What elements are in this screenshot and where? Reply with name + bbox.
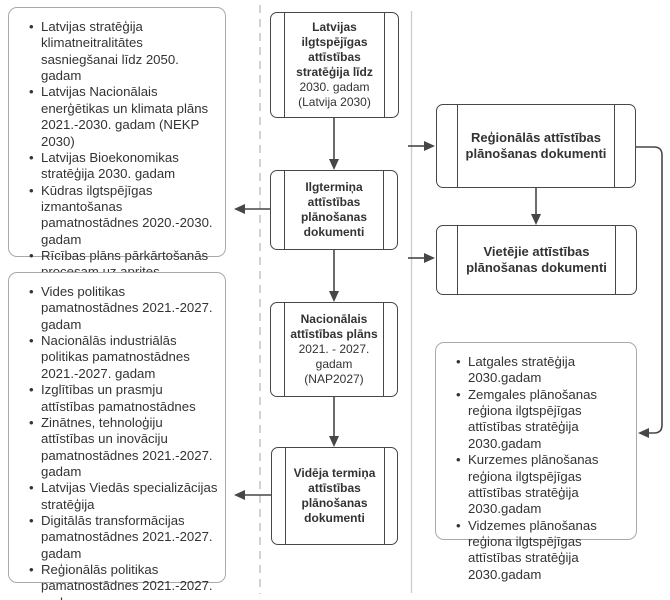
list-item: Latgales stratēģija 2030.gadam — [456, 354, 630, 387]
list-item: Latvijas Viedās specializācijas stratēģi… — [29, 480, 219, 513]
node-nap-2027: Nacionālais attīstības plāns 2021. - 202… — [270, 302, 398, 397]
arrow-regional-to-local — [531, 188, 541, 225]
list-item: Latvijas Bioekonomikas stratēģija 2030. … — [29, 150, 219, 183]
list-box-midterm-documents: Vides politikas pamatnostādnes 2021.-202… — [8, 272, 226, 600]
arrow-to-regional-box — [408, 141, 435, 151]
list-item: Izglītības un prasmju attīstības pamatno… — [29, 382, 219, 415]
arrow-to-local-box — [408, 253, 435, 263]
list-item: Kūdras ilgtspējīgas izmantošanas pamatno… — [29, 183, 219, 248]
node-title: Ilgtermiņa attīstības plānošanas dokumen… — [300, 180, 367, 239]
node-vietejie-dokumenti: Vietējie attīstības plānošanas dokumenti — [436, 225, 637, 295]
node-regionalas-dokumenti: Reģionālās attīstības plānošanas dokumen… — [436, 104, 636, 188]
node-latvija-2030: Latvijas ilgtspējīgas attīstības stratēģ… — [270, 12, 399, 118]
node-title: Latvijas ilgtspējīgas attīstības stratēģ… — [296, 20, 373, 79]
list-item: Zinātnes, tehnoloģiju attīstības un inov… — [29, 415, 219, 480]
node-subtitle: 2021. - 2027. gadam (NAP2027) — [298, 342, 370, 386]
list-item: Vidzemes plānošanas reģiona ilgtspējīgas… — [456, 518, 630, 583]
node-title: Vietējie attīstības plānošanas dokumenti — [466, 243, 607, 275]
midterm-documents-list: Vides politikas pamatnostādnes 2021.-202… — [9, 273, 225, 600]
list-item: Digitālās transformācijas pamatnostādnes… — [29, 513, 219, 562]
node-title: Vidēja termiņa attīstības plānošanas dok… — [293, 466, 376, 525]
list-item: Nacionālās industriālās politikas pamatn… — [29, 333, 219, 382]
list-item: Vides politikas pamatnostādnes 2021.-202… — [29, 284, 219, 333]
longterm-documents-list: Latvijas stratēģija klimatneitralitātes … — [9, 8, 225, 313]
arrow-nap2027-to-videja-termina — [329, 397, 339, 447]
list-item: Latvijas Nacionālais enerģētikas un klim… — [29, 84, 219, 149]
list-box-longterm-documents: Latvijas stratēģija klimatneitralitātes … — [8, 7, 226, 312]
arrow-videja-termina-to-midterm-list — [234, 490, 271, 500]
arrow-ilgtermina-to-nap2027 — [329, 250, 339, 302]
arrow-ilgtermina-to-longterm-list — [234, 204, 271, 214]
node-title: Reģionālās attīstības plānošanas dokumen… — [465, 129, 607, 161]
list-item: Latvijas stratēģija klimatneitralitātes … — [29, 19, 219, 84]
node-ilgtermina-dokumenti: Ilgtermiņa attīstības plānošanas dokumen… — [270, 170, 398, 250]
arrow-regional-to-strategies-list — [636, 146, 663, 438]
list-box-regional-strategies: Latgales stratēģija 2030.gadamZemgales p… — [435, 342, 637, 582]
list-item: Zemgales plānošanas reģiona ilgtspējīgas… — [456, 387, 630, 452]
arrow-latvija2030-to-ilgtermina — [329, 118, 339, 170]
list-item: Reģionālās politikas pamatnostādnes 2021… — [29, 562, 219, 600]
regional-strategies-list: Latgales stratēģija 2030.gadamZemgales p… — [436, 343, 636, 583]
node-title: Nacionālais attīstības plāns — [290, 312, 378, 341]
node-subtitle: 2030. gadam (Latvija 2030) — [298, 80, 371, 109]
node-videja-termina-dokumenti: Vidēja termiņa attīstības plānošanas dok… — [271, 447, 398, 545]
list-item: Kurzemes plānošanas reģiona ilgtspējīgas… — [456, 452, 630, 517]
